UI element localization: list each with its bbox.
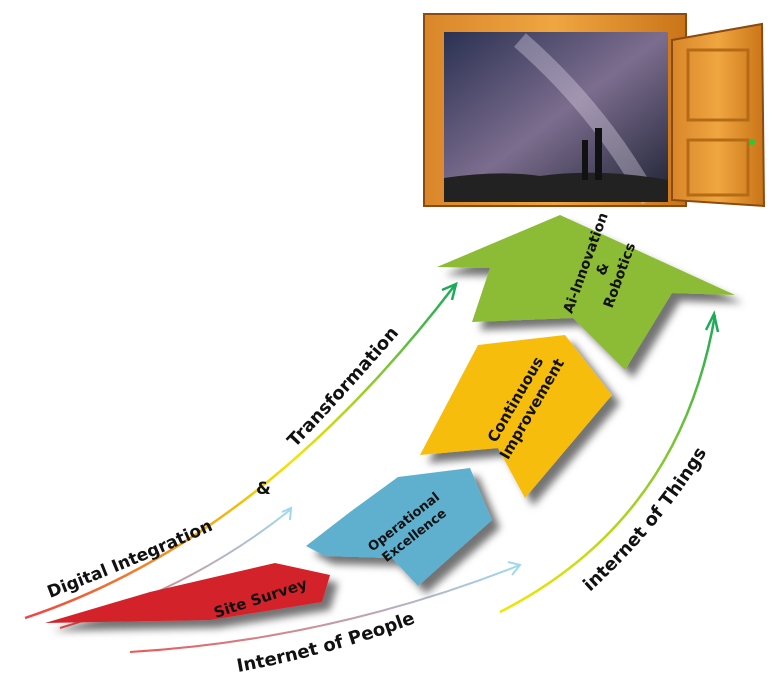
svg-text:Transformation: Transformation	[283, 323, 403, 452]
people-arc-arrowhead	[507, 561, 522, 576]
internet-of-people-label: Internet of People	[235, 608, 417, 677]
ai-innovation-arrow	[437, 215, 735, 370]
svg-text:internet of Things: internet of Things	[579, 444, 711, 596]
things-arc-arrowhead	[704, 310, 720, 333]
blue-arc-arrowhead	[281, 506, 293, 521]
open-door-image	[423, 13, 766, 208]
top-arc-arrowhead	[441, 281, 458, 301]
things-arc-line	[499, 314, 717, 614]
top-arc-line	[24, 284, 456, 620]
operational-excellence-arrow	[306, 468, 492, 586]
ai-ampersand-label: &	[594, 261, 613, 278]
svg-text:Internet of People: Internet of People	[235, 608, 417, 677]
ampersand-label: &	[256, 479, 271, 499]
people-arc-line	[129, 564, 521, 653]
continuous-improvement-arrow	[420, 335, 612, 498]
site-survey-arrow	[45, 563, 330, 623]
internet-of-things-label: internet of Things	[579, 444, 711, 596]
transformation-label: Transformation	[283, 323, 403, 452]
